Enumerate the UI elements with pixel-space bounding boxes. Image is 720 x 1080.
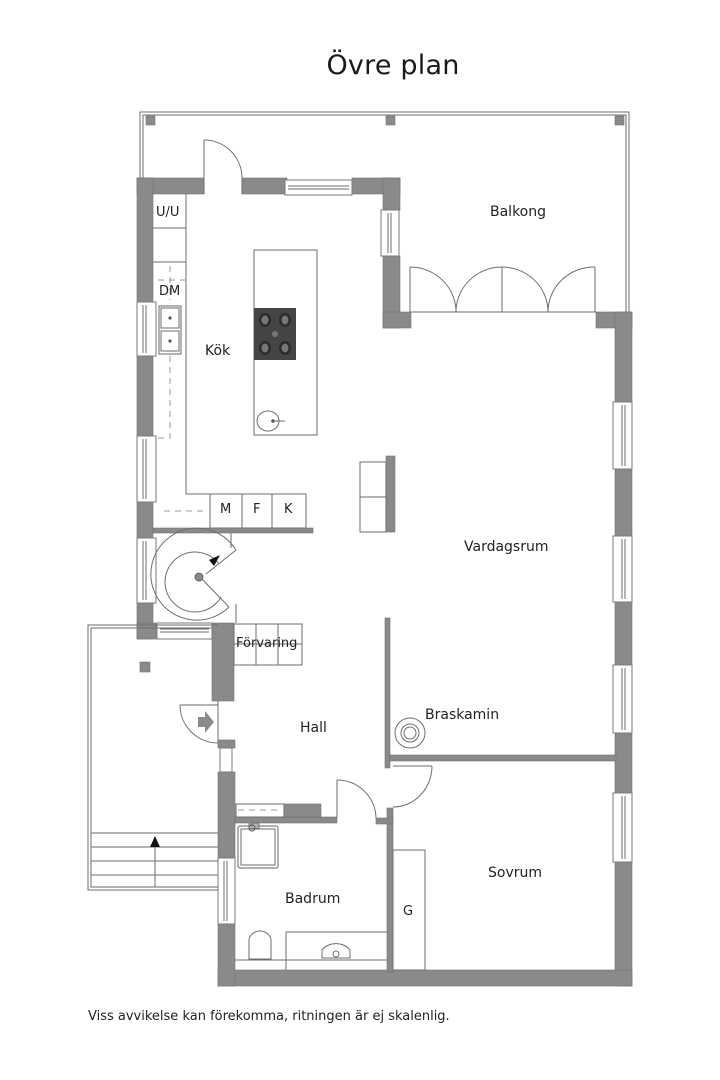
room-label-balkong: Balkong bbox=[490, 204, 547, 220]
interior-walls bbox=[152, 455, 617, 973]
spiral-staircase bbox=[150, 527, 237, 623]
cooktop-icon bbox=[254, 308, 296, 360]
room-label-braskamin: Braskamin bbox=[425, 707, 500, 723]
storage-shelves bbox=[233, 623, 303, 666]
room-label-badrum: Badrum bbox=[285, 891, 341, 907]
windows bbox=[136, 179, 633, 925]
kitchen-counters bbox=[153, 194, 318, 529]
plan-title: Övre plan bbox=[326, 50, 460, 81]
disclaimer-text: Viss avvikelse kan förekomma, ritningen … bbox=[88, 1009, 450, 1024]
room-label-hall: Hall bbox=[300, 720, 327, 736]
island-sink-icon bbox=[256, 410, 285, 432]
bathroom-fixtures bbox=[235, 823, 387, 970]
room-label-kok: Kök bbox=[205, 343, 231, 359]
room-label-sovrum: Sovrum bbox=[488, 865, 543, 881]
balcony-railing bbox=[139, 111, 630, 314]
entrance-door bbox=[179, 701, 219, 744]
room-label-forvaring: Förvaring bbox=[236, 636, 298, 651]
fixture-label-k: K bbox=[284, 502, 293, 517]
fixture-label-g: G bbox=[403, 904, 414, 919]
entrance-arrow-icon bbox=[198, 711, 214, 733]
interior-doors bbox=[336, 765, 433, 819]
fixture-label-dm: DM bbox=[159, 284, 181, 299]
exterior-walls bbox=[136, 177, 633, 987]
entrance-landing bbox=[87, 624, 218, 891]
stair-up-arrow-icon bbox=[150, 836, 160, 847]
balcony-french-doors bbox=[409, 266, 596, 313]
room-label-vardagsrum: Vardagsrum bbox=[464, 539, 549, 555]
kitchen-balcony-door bbox=[203, 139, 243, 194]
fixture-label-f: F bbox=[253, 502, 261, 517]
stair-direction-arrow-icon bbox=[209, 555, 220, 566]
fixture-label-m: M bbox=[220, 502, 232, 517]
fireplace-icon bbox=[394, 717, 426, 749]
fixture-label-uu: U/U bbox=[156, 205, 180, 220]
wardrobe bbox=[392, 849, 426, 971]
